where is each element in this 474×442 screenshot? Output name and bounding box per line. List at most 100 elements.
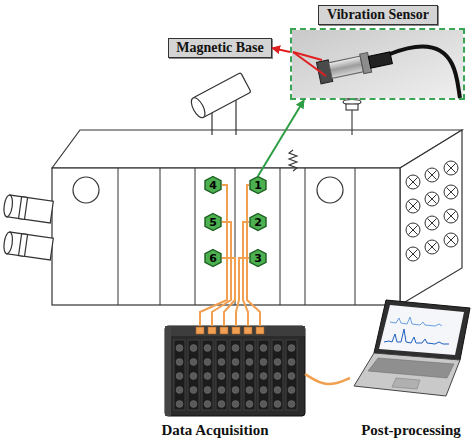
input-port <box>244 327 252 334</box>
tank-top <box>52 130 462 168</box>
radiator-fan <box>444 185 458 199</box>
daq-end-cap <box>165 326 171 416</box>
module-socket <box>288 359 295 366</box>
module-socket <box>218 345 225 352</box>
porthole <box>317 177 343 203</box>
radiator-fan <box>406 223 420 237</box>
daq-module <box>244 340 255 410</box>
daq-module <box>272 340 283 410</box>
module-socket <box>218 387 225 394</box>
conservator-tank <box>189 73 251 120</box>
module-socket <box>260 387 267 394</box>
callout-number: 6 <box>204 249 222 267</box>
tank-ribs <box>118 168 355 305</box>
pointer-arrow <box>272 48 290 52</box>
fan-cross <box>428 195 437 204</box>
module-socket <box>190 345 197 352</box>
bushing <box>3 231 54 259</box>
laptop: Post-processing <box>350 298 472 400</box>
part-name: Magnetic Base <box>176 40 263 56</box>
radiator-fan <box>444 161 458 175</box>
fan-cross <box>409 202 418 211</box>
daq-module <box>202 340 213 410</box>
signal-wire <box>200 185 227 326</box>
module-socket <box>204 373 211 380</box>
laptop-drawing <box>350 298 472 400</box>
signal-wire <box>236 258 249 326</box>
laptop-screen <box>379 305 464 355</box>
rib <box>280 168 281 305</box>
module-socket <box>274 373 281 380</box>
leader-line <box>293 52 326 76</box>
sensor-body <box>329 56 364 78</box>
signal-wire <box>222 258 235 326</box>
fan-cross <box>428 219 437 228</box>
porthole <box>73 177 99 203</box>
daq-module <box>230 340 241 410</box>
module-socket <box>190 359 197 366</box>
sensor-cable <box>390 47 460 98</box>
fan-circle <box>425 240 439 254</box>
sensor-point: 3 <box>249 249 267 267</box>
bushing-ring <box>19 234 28 257</box>
fan-cross <box>447 212 456 221</box>
fan-circle <box>444 209 458 223</box>
fan-cross <box>447 188 456 197</box>
device-label: Data Acquisition <box>135 422 295 439</box>
module-socket <box>246 401 253 408</box>
bushing-end <box>3 194 14 217</box>
fan-circle <box>444 161 458 175</box>
sensor-connector <box>368 52 392 68</box>
radiator-fan <box>425 192 439 206</box>
fan-cross <box>409 250 418 259</box>
module-socket <box>232 401 239 408</box>
callout-number: 1 <box>249 176 267 194</box>
hexagon-shape <box>250 214 266 231</box>
fan-circle <box>425 216 439 230</box>
module-socket <box>260 373 267 380</box>
radiator-fan <box>406 199 420 213</box>
data-acquisition-unit: Data Acquisition <box>165 326 305 416</box>
tank-side <box>400 130 462 305</box>
fan-cross <box>428 171 437 180</box>
module-socket <box>246 359 253 366</box>
side-bushings <box>3 194 54 259</box>
tank-portholes <box>73 177 343 203</box>
fan-cross <box>428 171 437 180</box>
fan-cross <box>428 243 437 252</box>
module-socket <box>246 387 253 394</box>
sensor-point: 2 <box>249 213 267 231</box>
rib <box>118 168 119 305</box>
rib <box>235 168 236 305</box>
bushing-end <box>3 231 14 254</box>
laptop-lid <box>374 300 470 360</box>
fan-circle <box>406 247 420 261</box>
spectrum-plot <box>384 329 449 344</box>
module-socket <box>218 401 225 408</box>
bushing-body <box>7 195 54 223</box>
sensor-point: 6 <box>204 249 222 267</box>
fan-cross <box>409 178 418 187</box>
bushing-body <box>7 232 54 260</box>
module-socket <box>176 373 183 380</box>
module-socket <box>288 345 295 352</box>
photo-background <box>292 30 463 98</box>
module-socket <box>190 373 197 380</box>
rib <box>195 168 196 305</box>
module-socket <box>274 359 281 366</box>
label-box: Magnetic Base <box>168 38 272 58</box>
module-socket <box>232 373 239 380</box>
fan-circle <box>425 192 439 206</box>
fan-cross <box>428 219 437 228</box>
radiator-fan <box>406 175 420 189</box>
module-socket <box>246 373 253 380</box>
radiator-fan <box>444 233 458 247</box>
fan-cross <box>409 226 418 235</box>
small-spring <box>289 150 297 171</box>
module-socket <box>190 401 197 408</box>
spectrum-plot <box>390 317 442 326</box>
signal-wire <box>243 222 249 326</box>
bushing-base <box>346 104 358 110</box>
fan-circle <box>425 168 439 182</box>
rib <box>160 168 161 305</box>
